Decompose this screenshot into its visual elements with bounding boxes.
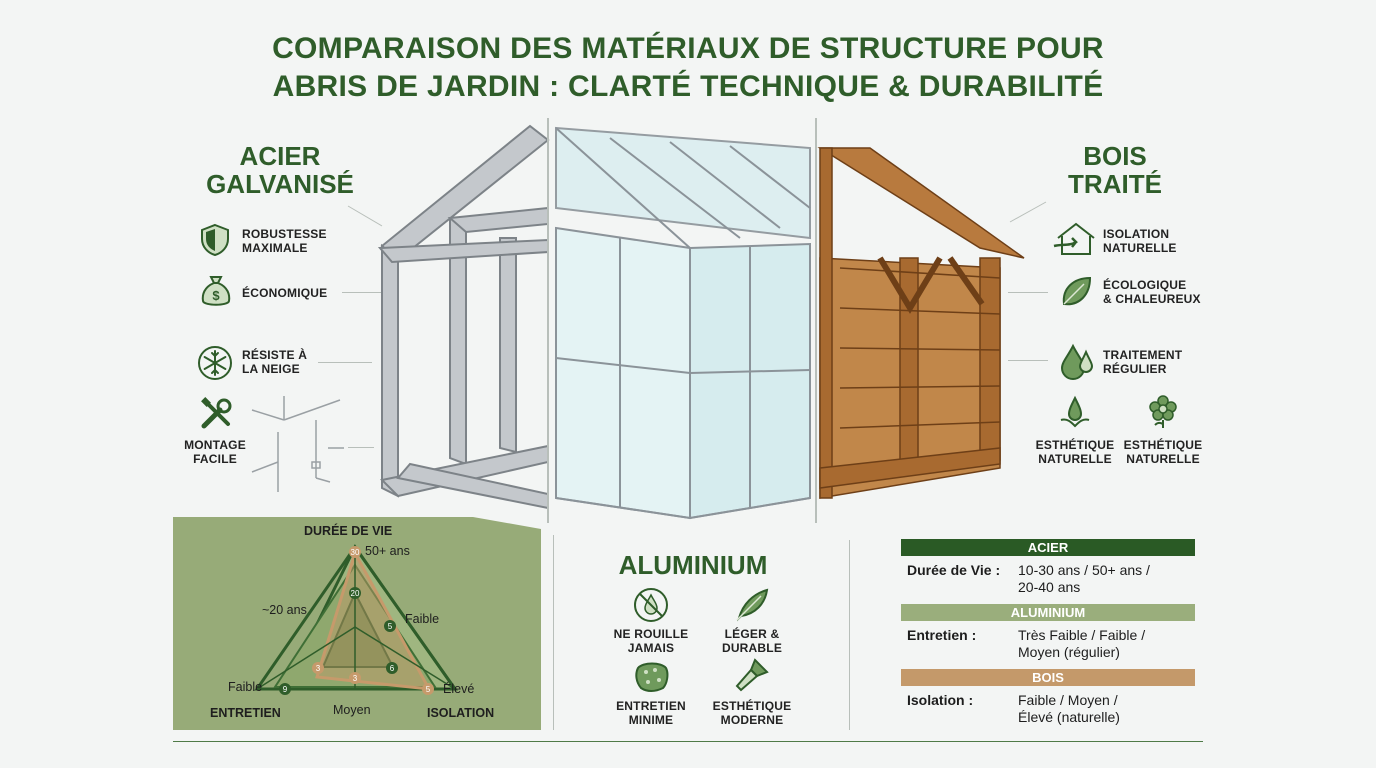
flower-icon [1149, 395, 1177, 428]
steel-feature-3: RÉSISTE À LA NEIGE [242, 348, 308, 376]
aluminium-feature-4: ESTHÉTIQUE MODERNE [712, 699, 792, 727]
wood-feature-4: ESTHÉTIQUE NATURELLE [1035, 438, 1115, 466]
money-bag-icon: $ [201, 276, 231, 306]
table-label-lifespan: Durée de Vie : [907, 562, 1001, 578]
table-value-insulation: Faible / Moyen / Élevé (naturelle) [1018, 692, 1120, 725]
radar-bottom-right: Élevé [443, 682, 475, 696]
marker-label: 5 [426, 685, 431, 694]
feather-icon [736, 588, 769, 622]
marker-bottom-inner: 3 [349, 672, 361, 684]
wood-feature-2: ÉCOLOGIQUE & CHALEUREUX [1103, 278, 1201, 306]
radar-bottom-left: Faible [228, 680, 263, 694]
steel-feature-1: ROBUSTESSE MAXIMALE [242, 227, 327, 255]
connector-line [1009, 201, 1047, 223]
marker-right-mid: 5 [384, 620, 396, 632]
table-header-steel: ACIER [901, 539, 1195, 556]
sponge-icon [635, 662, 669, 692]
marker-label: 3 [353, 674, 358, 683]
shelter-illustration [377, 118, 1025, 523]
marker-top-inner: 20 [349, 587, 361, 599]
table-header-aluminium: ALUMINIUM [901, 604, 1195, 621]
wood-feature-1: ISOLATION NATURELLE [1103, 227, 1177, 255]
sprout-icon [1060, 395, 1090, 428]
radar-bottom-mid: Moyen [333, 703, 371, 717]
tools-icon [201, 397, 232, 429]
radar-axis-top: DURÉE DE VIE [304, 524, 393, 538]
snowflake-icon [198, 346, 232, 380]
bottom-rule [173, 741, 1203, 742]
divider [553, 535, 554, 730]
marker-label: 30 [351, 548, 360, 557]
marker-label: 6 [390, 664, 395, 673]
connector-line [318, 362, 372, 363]
radar-axis-left: ENTRETIEN [210, 706, 281, 720]
marker-left-inner: 3 [312, 662, 324, 674]
steel-feature-4: MONTAGE FACILE [184, 438, 246, 466]
wood-heading: BOIS TRAITÉ [1068, 141, 1162, 199]
marker-corner-left: 9 [279, 683, 291, 695]
divider [849, 540, 850, 730]
connector-line [1008, 360, 1048, 361]
svg-text:$: $ [212, 288, 220, 303]
wood-feature-5: ESTHÉTIQUE NATURELLE [1123, 438, 1203, 466]
marker-right-inner: 6 [386, 662, 398, 674]
radar-mid-right: Faible [405, 612, 440, 626]
connector-line [1008, 292, 1048, 293]
aluminium-heading: ALUMINIUM [618, 550, 768, 580]
leaf-icon [1062, 276, 1092, 306]
radar-top-value: 50+ ans [365, 544, 410, 558]
connector-line [348, 447, 374, 448]
connector-line [347, 205, 383, 227]
marker-label: 9 [283, 685, 288, 694]
marker-label: 5 [388, 622, 393, 631]
page-title: COMPARAISON DES MATÉRIAUX DE STRUCTURE P… [0, 30, 1376, 106]
marker-label: 3 [316, 664, 321, 673]
table-label-maintenance: Entretien : [907, 627, 977, 643]
marker-top-outer: 30 [349, 546, 361, 558]
no-rust-icon [634, 588, 668, 622]
title-line-2: ABRIS DE JARDIN : CLARTÉ TECHNIQUE & DUR… [272, 70, 1104, 103]
steel-feature-2: ÉCONOMIQUE [242, 286, 328, 300]
house-arrow-icon [1053, 222, 1095, 255]
aluminium-feature-1: NE ROUILLE JAMAIS [613, 627, 689, 655]
marker-corner-right: 5 [422, 683, 434, 695]
table-header-wood: BOIS [901, 669, 1195, 686]
table-value-maintenance: Très Faible / Faible / Moyen (régulier) [1018, 627, 1146, 660]
brush-icon [735, 658, 769, 692]
aluminium-feature-3: ENTRETIEN MINIME [616, 699, 686, 727]
radar-axis-right: ISOLATION [427, 706, 495, 720]
shield-icon [201, 223, 229, 257]
table-label-insulation: Isolation : [907, 692, 974, 708]
steel-heading: ACIER GALVANISÉ [206, 141, 354, 199]
radar-mid-left: ~20 ans [262, 603, 307, 617]
connector-line [342, 292, 382, 293]
title-line-1: COMPARAISON DES MATÉRIAUX DE STRUCTURE P… [272, 32, 1104, 65]
aluminium-feature-2: LÉGER & DURABLE [721, 627, 783, 655]
assembly-sketch-icon [251, 396, 344, 492]
table-value-lifespan: 10-30 ans / 50+ ans / 20-40 ans [1018, 562, 1150, 595]
marker-label: 20 [351, 589, 360, 598]
drops-icon [1060, 343, 1094, 380]
wood-feature-3: TRAITEMENT RÉGULIER [1103, 348, 1183, 376]
